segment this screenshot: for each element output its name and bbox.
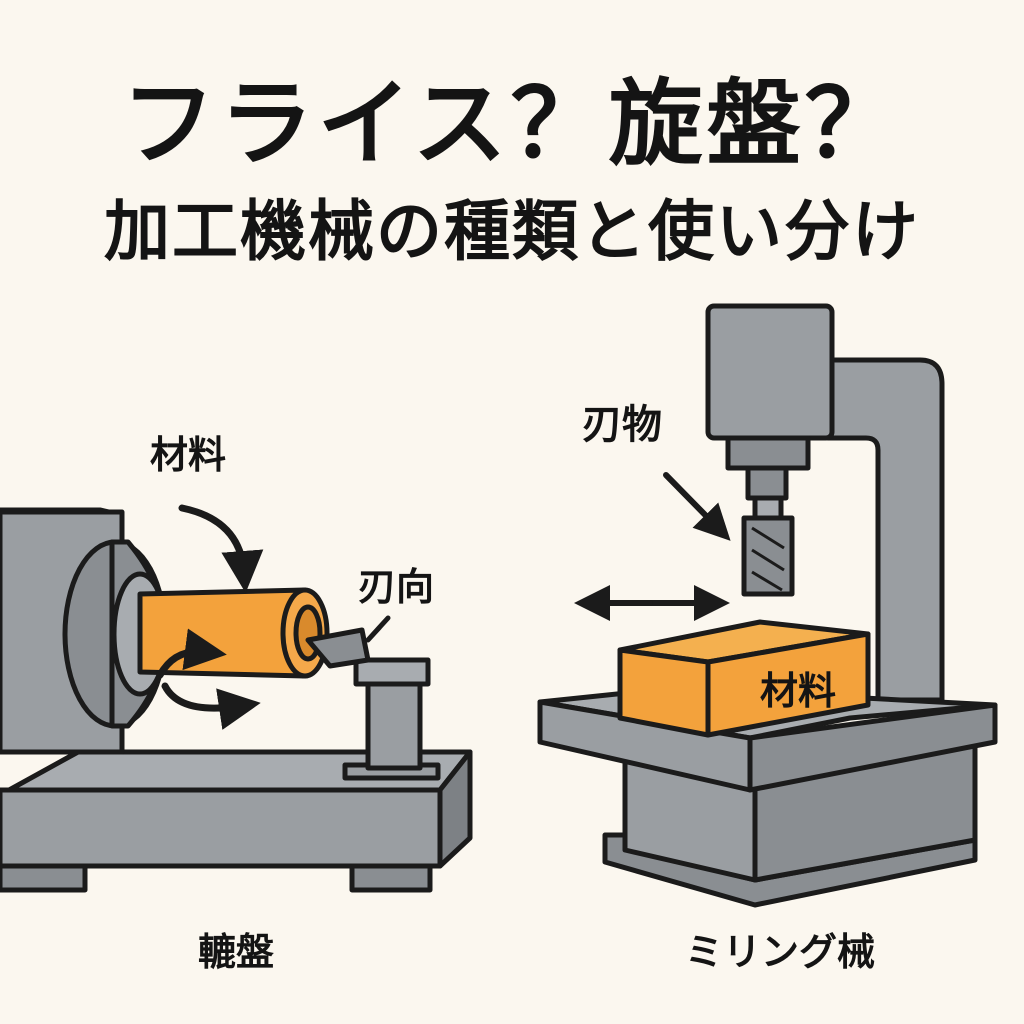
mill-spindle-collar [725,435,811,471]
lathe-bed-front [0,787,443,869]
tool-label-pointer [365,615,391,643]
lathe-tool-post-cap [353,657,431,687]
rotation-arrow-top [156,628,227,679]
title-line-2: 加工機械の種類と使い分け [104,193,920,270]
lathe-bed-side [437,749,473,869]
title-line-1: フライス？旋盤？ [121,70,903,179]
mill-material-side [705,631,871,738]
milling-machine [537,303,998,908]
mill-spindle-holder [752,495,784,521]
lathe-cutting-tool [305,627,371,669]
lathe-tool-label: 刃向 [358,565,434,609]
mill-material-label: 材料 [760,669,836,713]
material-feed-arrow [178,504,264,593]
mill-caption: ミリング械 [685,930,875,974]
mill-tool-label: 刃物 [582,402,662,448]
mill-arrows [574,472,731,621]
lathe-caption: 轆盤 [198,930,274,974]
mill-spindle-nose [745,465,789,501]
rotation-arrow-bottom [161,682,261,730]
mill-end-mill-flutes [751,526,785,592]
mill-material-front [617,647,711,738]
mill-spindle-head [705,303,835,441]
mill-tool-pointer [663,472,731,541]
lathe-material-label: 材料 [150,433,226,477]
lathe-arrows [156,504,391,730]
mill-table-side [747,702,998,793]
